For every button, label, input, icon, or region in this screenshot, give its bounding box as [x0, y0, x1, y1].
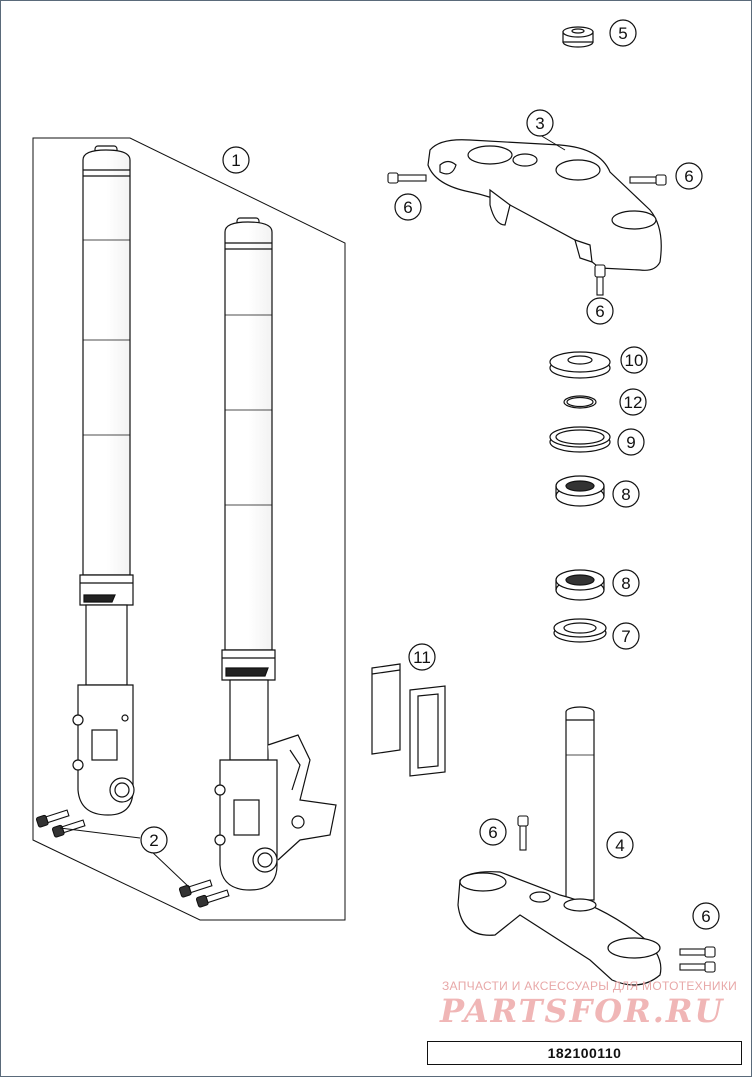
- callout-6-left: 6: [394, 193, 422, 221]
- callout-5: 5: [609, 19, 637, 47]
- callout-8-lower: 8: [612, 569, 640, 597]
- callout-label: 8: [621, 485, 630, 504]
- callout-7: 7: [612, 622, 640, 650]
- callout-10: 10: [620, 346, 648, 374]
- left-fork-leg: [72, 145, 135, 816]
- callout-label: 6: [403, 198, 412, 217]
- drawing-number-box: 182100110: [427, 1041, 742, 1065]
- callout-label: 4: [615, 836, 624, 855]
- axle-clamp-bolts: [35, 809, 230, 908]
- steering-bearings: [549, 351, 611, 643]
- lower-triple-clamp: [457, 706, 662, 986]
- callout-label: 6: [488, 823, 497, 842]
- drawing-number: 182100110: [547, 1045, 622, 1061]
- callout-11: 11: [408, 643, 436, 671]
- callout-1: 1: [222, 146, 250, 174]
- callout-label: 12: [624, 393, 643, 412]
- callout-4: 4: [606, 831, 634, 859]
- callout-label: 5: [618, 24, 627, 43]
- callout-label: 2: [149, 831, 158, 850]
- callout-label: 10: [625, 351, 644, 370]
- callout-label: 9: [626, 433, 635, 452]
- callout-12: 12: [619, 388, 647, 416]
- watermark-brand: PARTSFOR.RU: [440, 992, 725, 1030]
- callout-label: 6: [701, 907, 710, 926]
- fork-protector-pads: [371, 663, 446, 777]
- callout-6-bottom: 6: [586, 297, 614, 325]
- fork-assembly-outline: [32, 137, 346, 921]
- right-fork-leg: [214, 217, 337, 891]
- triple-clamp-bolts: [387, 172, 667, 296]
- watermark-tagline: ЗАПЧАСТИ И АКСЕССУАРЫ ДЛЯ МОТОТЕХНИКИ: [442, 979, 738, 993]
- callout-3: 3: [526, 109, 554, 137]
- callout-8-upper: 8: [612, 480, 640, 508]
- lower-clamp-bolts: [517, 815, 716, 973]
- callout-label: 6: [684, 167, 693, 186]
- callout-label: 1: [231, 151, 240, 170]
- callout-label: 3: [535, 114, 544, 133]
- callout-6-lower-left: 6: [479, 818, 507, 846]
- callout-label: 7: [621, 627, 630, 646]
- steering-stem-nut: [562, 26, 594, 48]
- leader-lines: [59, 134, 566, 889]
- callout-6-lower-right: 6: [692, 902, 720, 930]
- callout-9: 9: [617, 428, 645, 456]
- callout-2: 2: [140, 826, 168, 854]
- callout-label: 6: [595, 302, 604, 321]
- callout-6-right: 6: [675, 162, 703, 190]
- upper-triple-clamp: [427, 139, 662, 271]
- callout-label: 11: [413, 648, 431, 667]
- callout-label: 8: [621, 574, 630, 593]
